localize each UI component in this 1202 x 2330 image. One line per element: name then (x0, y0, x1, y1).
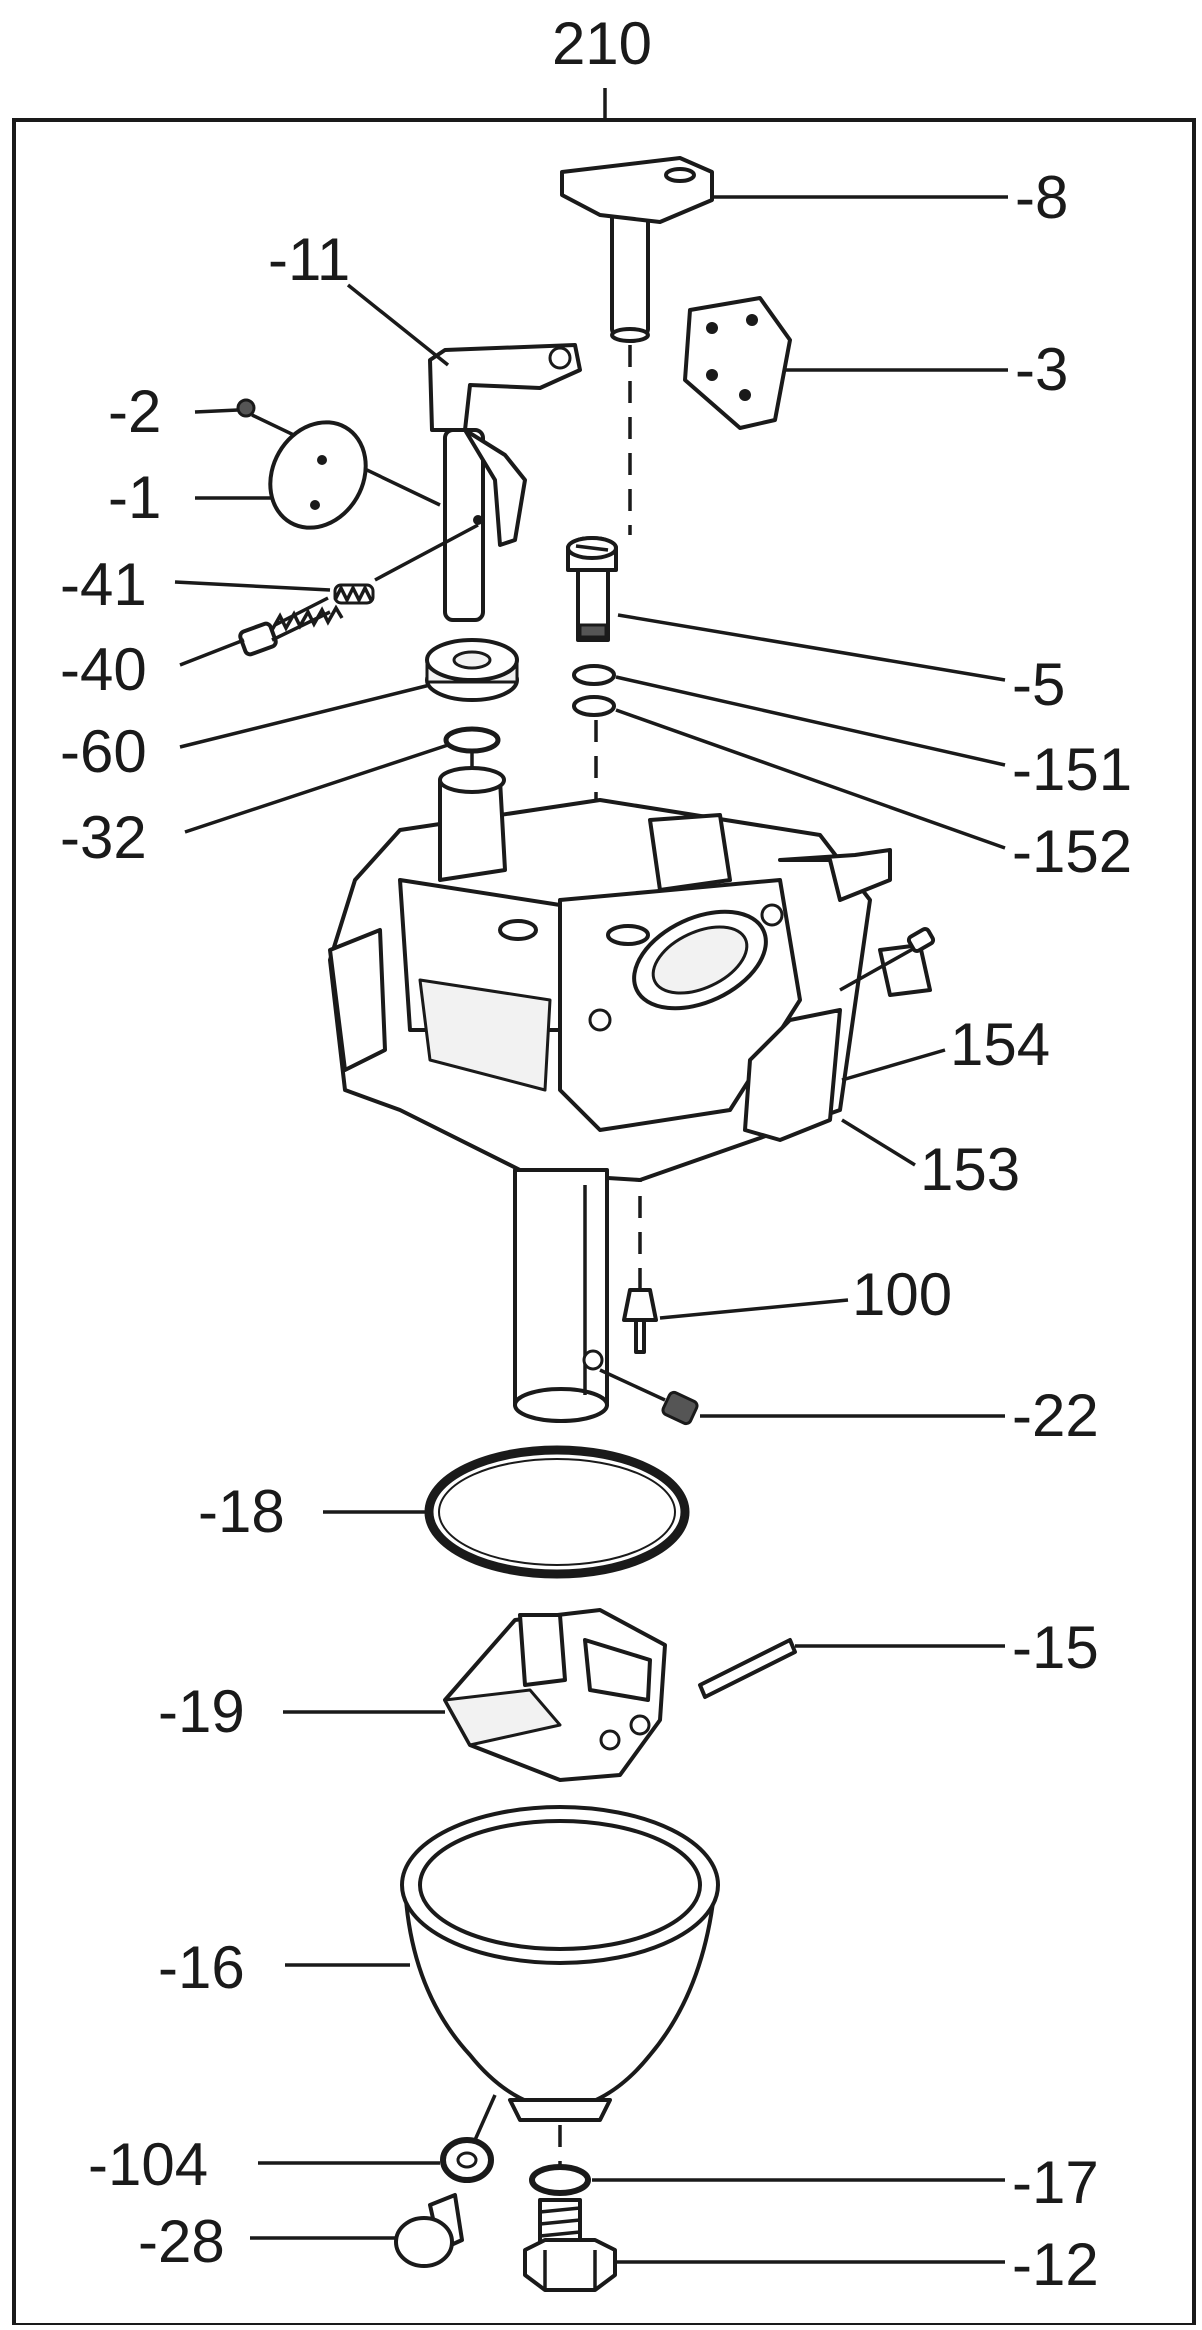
label-60: -60 (60, 718, 147, 785)
label-2: -2 (108, 378, 161, 445)
leader-152 (615, 708, 1006, 850)
part-2-screw (236, 398, 256, 418)
label-12: -12 (1012, 2231, 1099, 2298)
part-12-bowl-nut (523, 2198, 617, 2292)
leader-153 (841, 1118, 916, 1167)
label-153: 153 (920, 1136, 1020, 1203)
label-16: -16 (158, 1934, 245, 2001)
part-3-choke-plate (683, 296, 792, 430)
part-41-spring (333, 583, 375, 605)
label-3: -3 (1015, 336, 1068, 403)
label-15: -15 (1012, 1614, 1099, 1681)
part-8-choke-shaft (560, 156, 714, 343)
assembly-number: 210 (552, 10, 652, 77)
label-104: -104 (88, 2131, 208, 2198)
label-18: -18 (198, 1478, 285, 1545)
part-16-float-bowl (400, 1805, 720, 2122)
leader-2 (194, 408, 239, 414)
part-100-float-needle (622, 1288, 658, 1354)
part-32-o-ring (443, 726, 501, 754)
part-1-throttle-plate (268, 420, 368, 530)
leader-41-to-shaft (374, 523, 479, 582)
carburetor-body (328, 766, 932, 1423)
leader-104-to-bowl (473, 2094, 497, 2141)
leader-5 (617, 613, 1006, 682)
label-17: -17 (1012, 2149, 1099, 2216)
part-5-nozzle (566, 536, 618, 642)
label-41: -41 (60, 551, 147, 618)
part-104-washer (440, 2137, 494, 2183)
leader-60 (179, 683, 431, 749)
leader-11 (346, 283, 450, 367)
label-22: -22 (1012, 1382, 1099, 1449)
leader-40 (179, 638, 245, 667)
label-11: -11 (268, 226, 350, 293)
leader-41 (174, 580, 331, 592)
part-11-throttle-shaft (428, 343, 582, 622)
label-151: -151 (1012, 736, 1132, 803)
label-40: -40 (60, 636, 147, 703)
leader-154 (841, 1048, 946, 1082)
part-60-seal (425, 638, 519, 702)
part-15-pin (698, 1638, 797, 1699)
label-5: -5 (1012, 651, 1065, 718)
leader-151 (615, 675, 1006, 767)
part-18-gasket (424, 1445, 690, 1579)
label-100: 100 (852, 1261, 952, 1328)
leader-100 (659, 1298, 849, 1320)
part-28-drain-bolt (394, 2193, 464, 2268)
label-32: -32 (60, 804, 147, 871)
part-fastener-screw (839, 927, 936, 992)
label-152: -152 (1012, 818, 1132, 885)
part-22-plug (599, 1368, 699, 1426)
part-19-float (443, 1608, 667, 1782)
part-152-o-ring (572, 695, 616, 717)
label-1: -1 (108, 464, 161, 531)
label-8: -8 (1015, 164, 1068, 231)
part-40-idle-screw (238, 596, 344, 657)
leader-32 (184, 743, 449, 834)
label-154: 154 (950, 1011, 1050, 1078)
label-28: -28 (138, 2208, 225, 2275)
label-19: -19 (158, 1678, 245, 1745)
part-151-o-ring (572, 664, 616, 686)
part-17-washer (529, 2164, 591, 2196)
